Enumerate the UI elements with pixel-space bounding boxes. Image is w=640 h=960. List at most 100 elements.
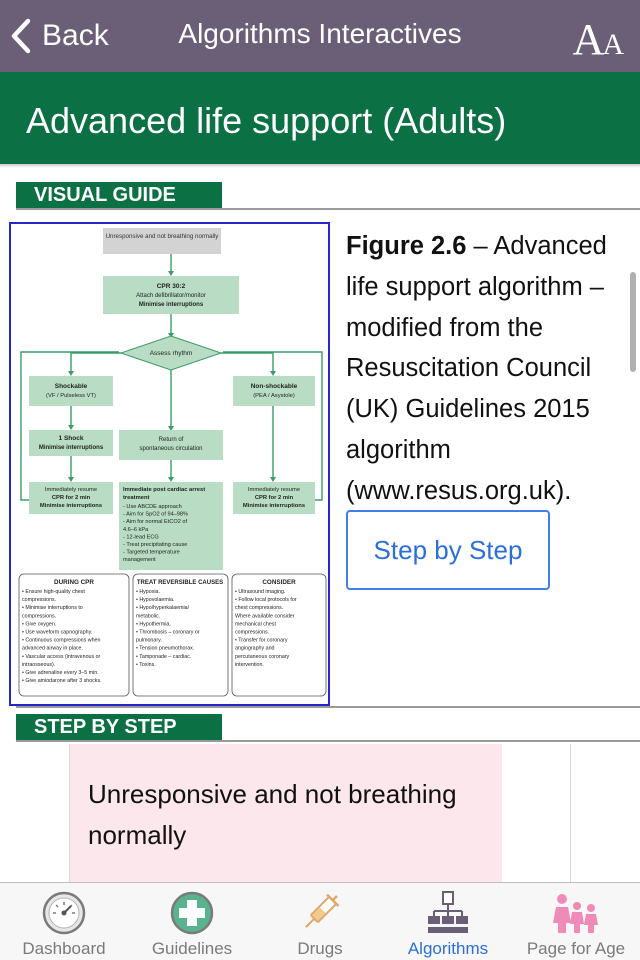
thumb-post-arrest: Immediate post cardiac arrest [123,487,205,493]
figure-caption-text: – Advanced life support algorithm – modi… [346,232,607,505]
thumb-one-shock-sub: Minimise interruptions [39,445,104,451]
thumb-reversible-item: pulmonary. [136,638,162,644]
tab-label: Dashboard [22,939,106,958]
tab-drugs[interactable]: Drugs [256,883,384,960]
thumb-during-cpr-title: DURING CPR [54,579,94,586]
figure-caption-label: Figure 2.6 [346,232,467,260]
thumb-consider-item: • Follow local protocols for [235,597,297,603]
tab-bar: Dashboard Guidelines Drugs [0,882,640,960]
gauge-icon [42,891,86,935]
thumb-during-cpr-item: compressions. [22,597,56,603]
thumb-resume-left3: Minimise interruptions [40,503,102,509]
thumb-consider-item: Where available consider [235,613,295,619]
thumb-during-cpr-item: intraosseous). [22,662,55,668]
tab-label: Drugs [297,939,343,958]
thumb-post-item: - Aim for normal EtCO2 of [123,519,187,525]
thumb-reversible-item: • Hypoxia. [136,589,160,595]
thumb-consider-item: percutaneous coronary [235,654,290,660]
step-gridline [69,744,70,882]
thumb-shockable-sub: (VF / Pulseless VT) [46,393,96,399]
thumb-post-item: 4.6–6 kPa [123,527,149,533]
navigation-bar: Back Algorithms Interactives AA [0,0,640,72]
thumb-reversible-item: • Thrombosis – coronary or [136,630,200,636]
figure-caption: Figure 2.6 – Advanced life support algor… [346,226,630,512]
thumb-during-cpr-item: • Ensure high-quality chest [22,589,85,595]
family-icon [553,894,598,933]
tab-label: Guidelines [151,939,233,958]
step-gridline [570,744,571,882]
thumb-nonshockable: Non-shockable [251,383,298,390]
algorithm-thumbnail[interactable]: Unresponsive and not breathing normally … [9,222,330,706]
step-card-text: Unresponsive and not breathing normally [88,779,457,850]
thumb-resume-left: Immediately resume [45,487,97,493]
thumb-cpr-sub2: Minimise interruptions [139,302,204,308]
step-by-step-button[interactable]: Step by Step [346,510,550,590]
medical-cross-icon [170,891,214,935]
font-size-button[interactable]: AA [573,14,624,65]
thumb-cpr-sub: Attach defibrillator/monitor [136,293,206,299]
thumb-reversible-item: • Tension pneumothorax. [136,646,194,652]
thumb-during-cpr-item: advanced airway in place. [22,646,83,652]
font-size-glyph-small: A [602,28,624,61]
thumb-assess: Assess rhythm [150,350,193,357]
thumb-rosc2: spontaneous circulation [139,446,202,452]
thumb-consider-item: • Transfer for coronary [235,638,288,644]
thumb-cpr: CPR 30:2 [157,283,186,290]
thumb-during-cpr-items: • Ensure high-quality chest compressions… [22,589,102,684]
chevron-left-icon [11,18,31,54]
thumb-resume-right2: CPR for 2 min [255,495,294,501]
thumb-reversible-items: • Hypoxia.• Hypovolaemia.• Hypo/hyperkal… [136,589,200,668]
thumb-resume-right3: Minimise interruptions [243,503,305,509]
scroll-indicator[interactable] [630,272,636,372]
tab-algorithms[interactable]: Algorithms [384,883,512,960]
thumb-post-item: - 12-lead ECG [123,534,159,540]
thumb-consider-item: angiography and [235,646,275,652]
thumb-unresponsive: Unresponsive and not breathing normally [106,233,220,240]
thumb-during-cpr-item: • Use waveform capnography. [22,630,92,636]
back-label: Back [42,19,109,52]
thumb-during-cpr-item: • Vascular access (intravenous or [22,654,101,660]
thumb-consider-title: CONSIDER [262,579,296,586]
thumb-consider-item: mechanical chest [235,621,276,627]
back-button[interactable]: Back [10,14,109,58]
thumb-consider-item: • Ultrasound imaging. [235,589,285,595]
thumb-one-shock: 1 Shock [59,435,84,442]
tab-label: Algorithms [407,939,489,958]
thumb-post-items: - Use ABCDE approach- Aim for SpO2 of 94… [123,504,188,563]
thumb-post-item: - Targeted temperature [123,550,180,556]
step-card[interactable]: Unresponsive and not breathing normally [70,744,502,882]
thumb-during-cpr-item: • Give oxygen. [22,621,56,627]
thumb-post-item: - Aim for SpO2 of 94–98% [123,512,188,518]
section-divider [16,208,640,210]
tab-page-for-age[interactable]: Page for Age [512,883,640,960]
thumb-resume-right: Immediately resume [248,487,300,493]
thumb-reversible-item: metabolic. [136,613,160,619]
thumb-post-item: management [123,557,156,563]
thumb-reversible-item: • Toxins. [136,662,156,668]
thumb-consider-items: • Ultrasound imaging. • Follow local prot… [235,589,297,668]
thumb-reversible-item: • Tamponade – cardiac. [136,654,191,660]
thumb-consider-item: compressions. [235,630,269,636]
tab-label: Page for Age [526,939,626,958]
thumb-resume-left2: CPR for 2 min [52,495,91,501]
thumb-during-cpr-item: • Continuous compressions when [22,638,100,644]
thumb-post-item: - Treat precipitating cause [123,542,187,548]
thumb-during-cpr-item: • Minimise interruptions to [22,605,83,611]
page-title-banner: Advanced life support (Adults) [0,72,640,164]
step-list: Unresponsive and not breathing normally [0,744,640,882]
thumb-during-cpr-item: compressions. [22,613,56,619]
thumb-consider-item: chest compressions. [235,605,283,611]
flowchart-icon [428,891,468,933]
thumb-during-cpr-item: • Give amiodarone after 3 shocks. [22,678,102,684]
tab-dashboard[interactable]: Dashboard [0,883,128,960]
nav-title: Algorithms Interactives [178,18,462,49]
als-flowchart: Unresponsive and not breathing normally … [18,228,327,697]
thumb-rosc: Return of [159,437,184,443]
thumb-nonshockable-sub: (PEA / Asystole) [253,393,295,399]
tab-guidelines[interactable]: Guidelines [128,883,256,960]
section-divider [16,740,640,742]
thumb-during-cpr-item: • Give adrenaline every 3–5 min. [22,670,99,676]
syringe-icon [305,893,340,928]
thumb-shockable: Shockable [55,383,88,390]
thumb-reversible-title: TREAT REVERSIBLE CAUSES [137,580,223,586]
